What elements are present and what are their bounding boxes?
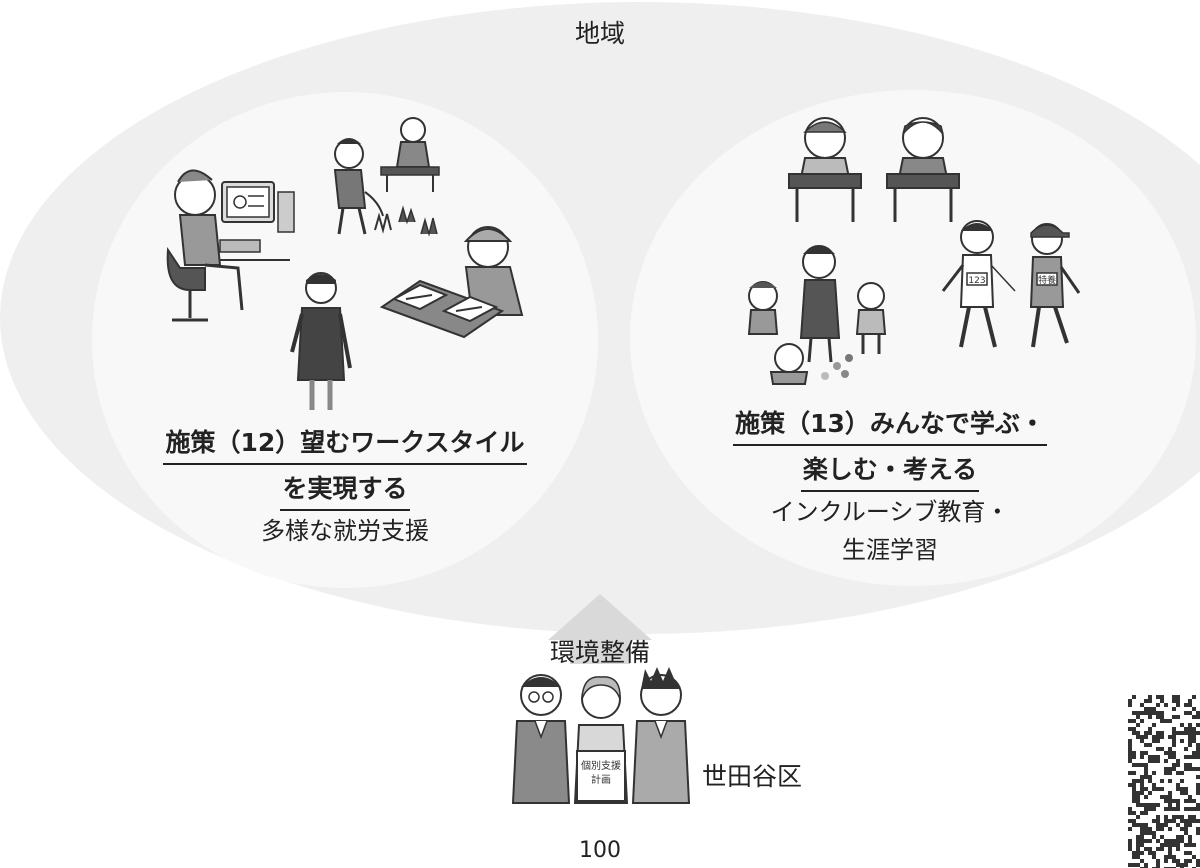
office-worker-icon xyxy=(166,169,295,322)
support-arrow xyxy=(548,594,652,664)
plan-document-label-1: 個別支援 xyxy=(581,759,621,772)
left-measure: 施策（12）望むワークスタイル を実現する 多様な就労支援 xyxy=(140,425,550,549)
students-desk-icon xyxy=(788,117,960,222)
apron-worker-icon xyxy=(290,272,352,410)
left-measure-title-line1: 施策（12）望むワークスタイル xyxy=(163,425,527,465)
staff-trio-icon: 個別支援 計画 xyxy=(511,667,691,804)
left-measure-title-line2: を実現する xyxy=(280,471,410,511)
runners-icon: 123 特養 xyxy=(941,220,1081,348)
ward-label: 世田谷区 xyxy=(702,762,803,791)
right-measure: 施策（13）みんなで学ぶ・ 楽しむ・考える インクルーシブ教育・ 生涯学習 xyxy=(690,406,1090,568)
page-number: 100 xyxy=(579,838,621,863)
runner-badge-2: 特養 xyxy=(1038,274,1056,286)
qr-code-icon xyxy=(1128,695,1200,868)
right-measure-title-line1: 施策（13）みんなで学ぶ・ xyxy=(733,406,1047,446)
right-measure-title-line2: 楽しむ・考える xyxy=(800,452,980,492)
right-measure-subtitle-line2: 生涯学習 xyxy=(842,536,938,564)
region-label: 地域 xyxy=(574,19,625,48)
runner-badge-1: 123 xyxy=(968,276,985,286)
plan-document-label-2: 計画 xyxy=(591,773,611,786)
gardening-icon xyxy=(333,117,440,237)
right-circle xyxy=(630,90,1196,586)
packing-worker-icon xyxy=(380,226,524,339)
right-measure-subtitle-line1: インクルーシブ教育・ xyxy=(770,498,1010,526)
children-play-icon xyxy=(747,245,887,385)
support-arrow-label: 環境整備 xyxy=(549,638,650,667)
left-measure-subtitle: 多様な就労支援 xyxy=(261,517,429,545)
